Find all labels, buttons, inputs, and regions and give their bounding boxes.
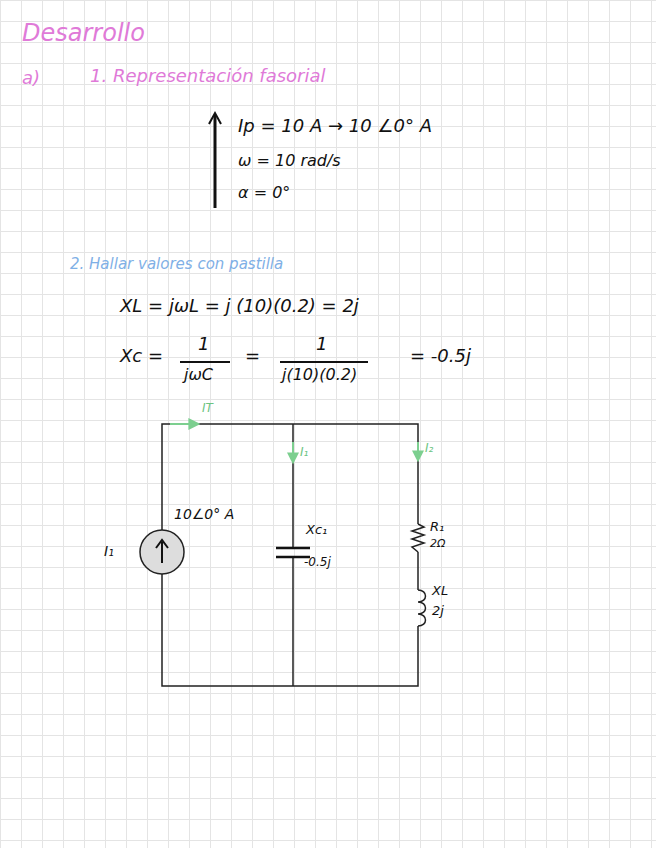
current-arrow (292, 442, 294, 462)
wire (292, 424, 294, 548)
current-label: I₁ (300, 446, 308, 460)
component-value: -0.5j (304, 556, 331, 570)
equation: XL = jωL = j (10)(0.2) = 2j (120, 296, 359, 317)
numerator: 1 (316, 334, 327, 355)
step-heading: 2. Hallar valores con pastilla (70, 256, 283, 273)
resistor-symbol (412, 524, 424, 552)
current-arrow (417, 442, 419, 460)
component-name: R₁ (430, 520, 444, 535)
bracket (214, 115, 217, 208)
wire (162, 574, 418, 686)
frequency-value: ω = 10 rad/s (238, 152, 341, 170)
component-value: 2j (432, 604, 444, 619)
step-heading: 1. Representación fasorial (90, 66, 326, 87)
capacitor-symbol (276, 547, 310, 550)
component-name: Xc₁ (306, 523, 327, 538)
inductor-symbol (418, 590, 426, 626)
denominator: j(10)(0.2) (282, 366, 357, 384)
component-name: XL (432, 584, 448, 599)
page-title: Desarrollo (22, 20, 145, 48)
phasor-value: Ip = 10 A → 10 ∠0° A (238, 116, 432, 137)
denominator: jωC (184, 366, 213, 384)
fraction-bar (180, 361, 230, 363)
current-source (140, 530, 184, 574)
equation: = -0.5j (410, 346, 471, 367)
component-value: 2Ω (430, 538, 445, 551)
current-label: IT (202, 402, 213, 416)
equation: = (245, 346, 260, 367)
source-name: I₁ (104, 543, 114, 559)
fraction-bar (280, 361, 368, 363)
section-letter: a) (22, 68, 40, 89)
current-label: I₂ (425, 442, 433, 456)
numerator: 1 (198, 334, 209, 355)
wire (292, 557, 294, 686)
source-value: 10∠0° A (174, 506, 234, 522)
current-arrow (170, 423, 198, 425)
bracket-tip (209, 113, 221, 124)
wire (417, 552, 419, 590)
angle-value: α = 0° (238, 184, 290, 202)
equation: Xc = (120, 346, 163, 367)
source-arrow (156, 540, 168, 548)
wire (162, 424, 418, 530)
